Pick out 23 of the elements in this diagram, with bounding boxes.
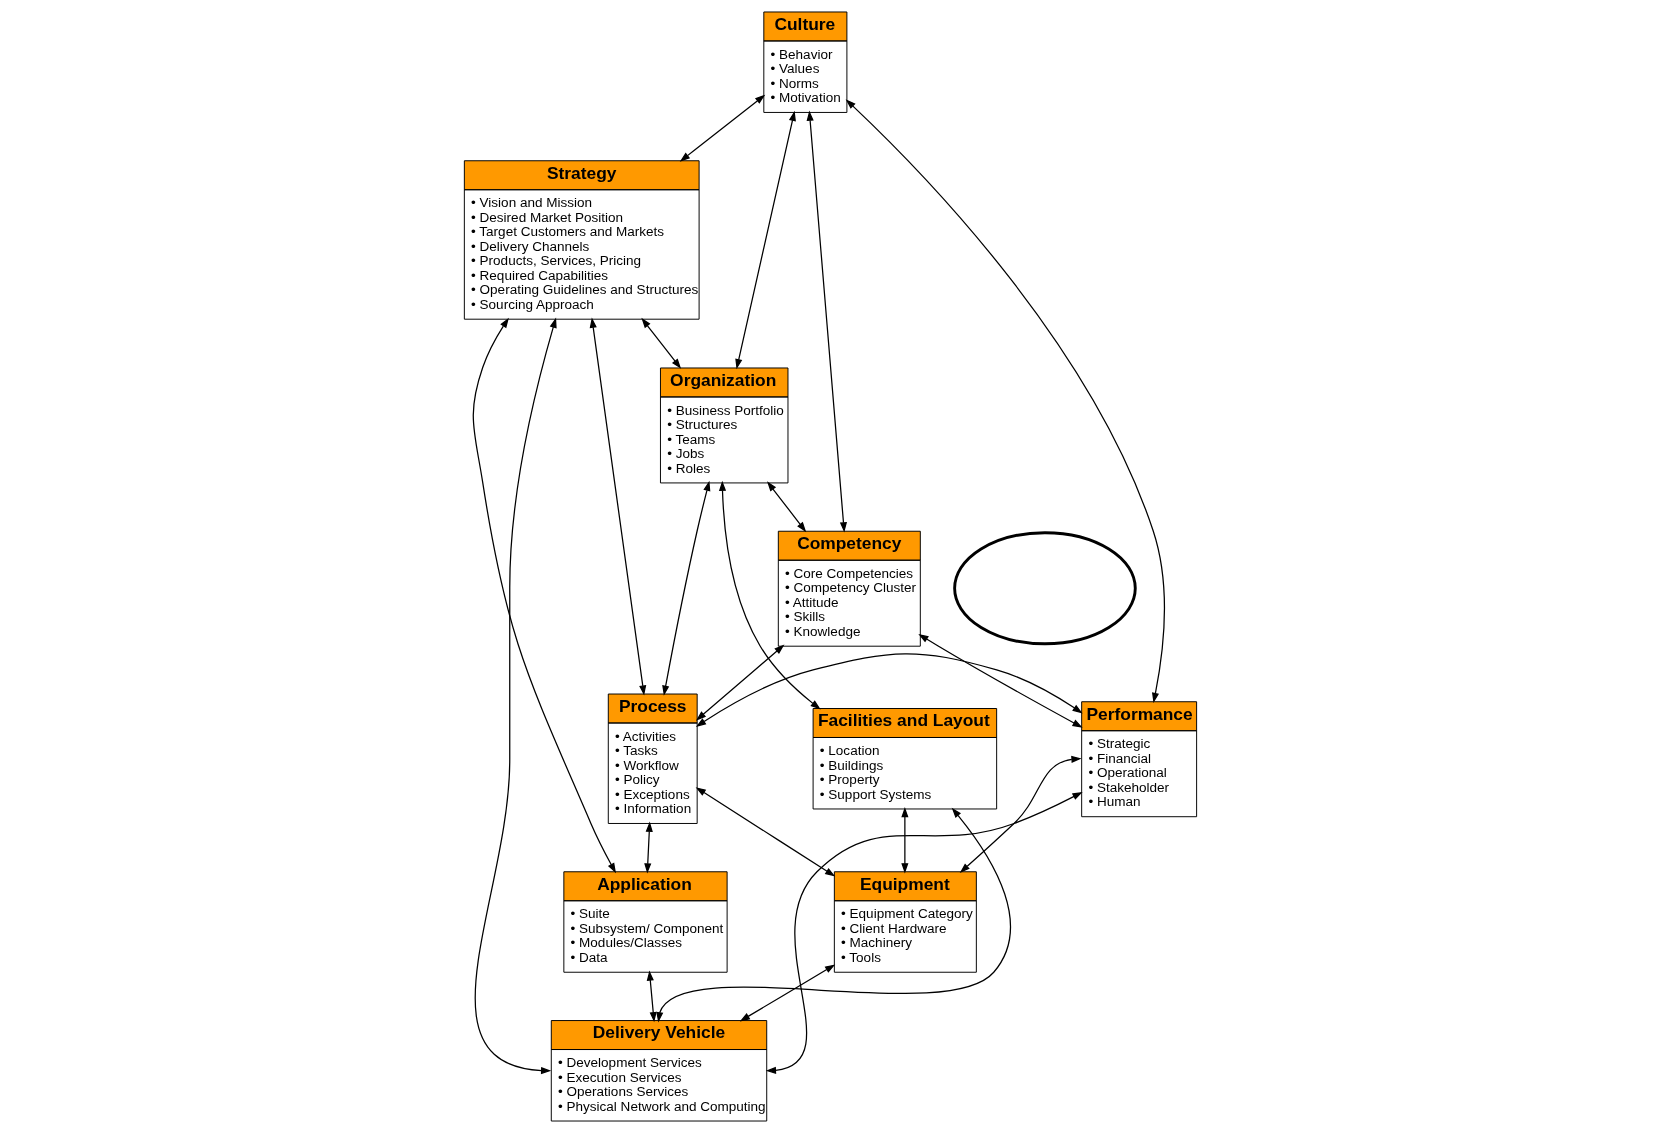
arrow [806,110,847,533]
node-circle [952,531,1137,646]
arrow [589,317,646,696]
arrow [474,317,557,1075]
arrow [472,317,616,874]
arrow [679,94,765,162]
arrow [917,633,1083,728]
arrow [655,807,1011,1023]
arrow [695,644,784,721]
arrow [646,970,657,1023]
arrow [845,99,1165,704]
arrow [734,110,796,370]
arrow [695,653,1083,727]
arrow [900,807,908,874]
arrow [643,821,653,874]
arrow [640,317,681,369]
arrow [765,791,1083,1074]
arrow [661,480,710,696]
arrow [959,755,1082,873]
arrow [718,480,821,710]
arrow [695,787,835,877]
arrow [766,481,806,533]
arrow [739,964,835,1022]
